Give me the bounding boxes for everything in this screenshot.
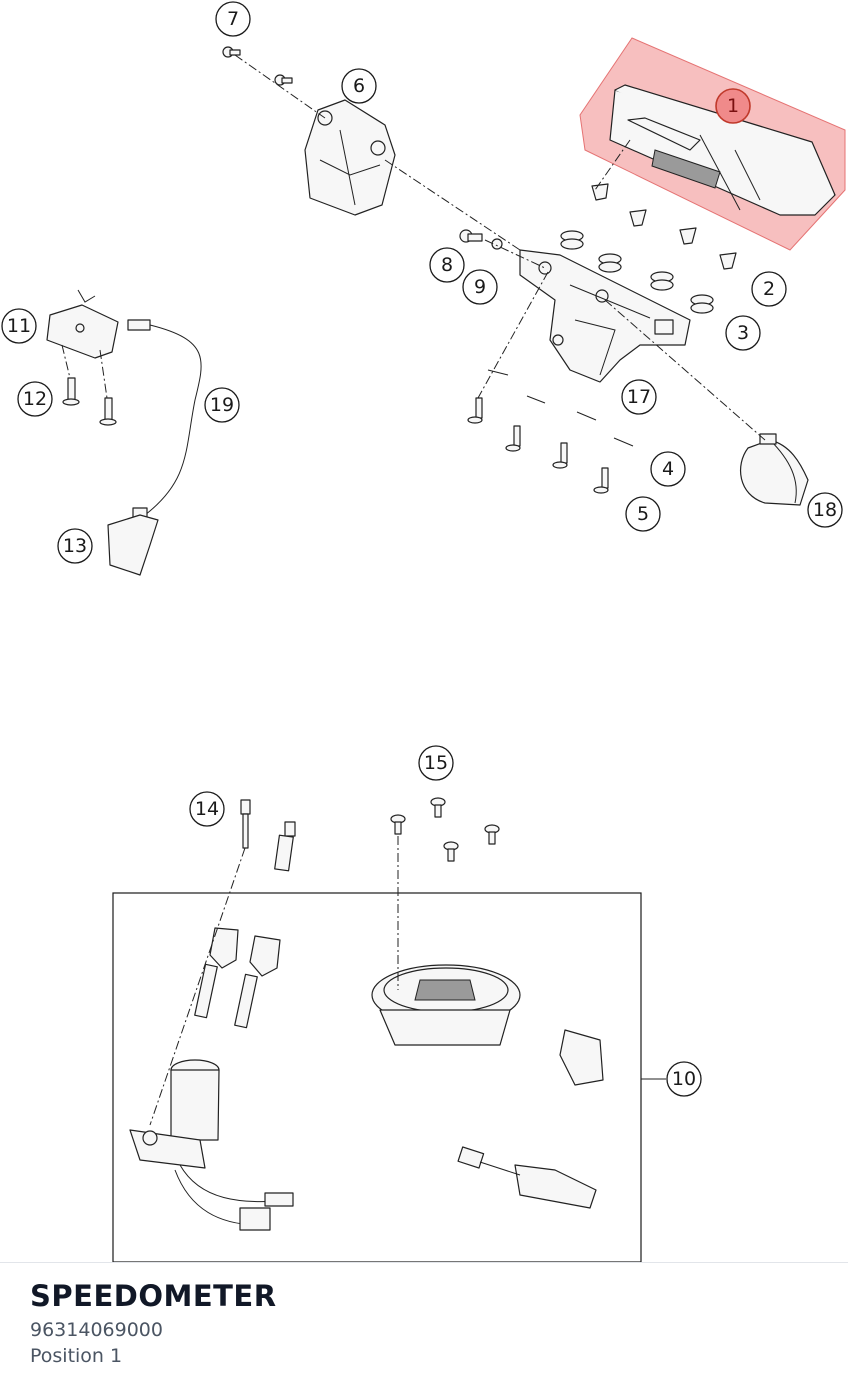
svg-text:11: 11: [7, 315, 31, 337]
kit-ignition-lock: [129, 1059, 294, 1231]
callout-2[interactable]: 2: [751, 271, 787, 307]
part-5-screws: [467, 397, 609, 494]
callout-6[interactable]: 6: [341, 68, 377, 104]
kit-lock-barrel: [559, 1029, 604, 1086]
svg-text:4: 4: [662, 458, 674, 480]
exploded-parts-diagram: 1 2 3 4 5 6 7 8 9 10 11 12 13 14 15 17 1…: [1, 1, 846, 1262]
part-info-panel: SPEEDOMETER 96314069000 Position 1: [0, 1262, 848, 1391]
callout-17[interactable]: 17: [621, 379, 657, 415]
svg-text:15: 15: [424, 752, 448, 774]
callout-4[interactable]: 4: [650, 451, 686, 487]
part-4-washers: [487, 369, 634, 447]
svg-text:6: 6: [353, 75, 365, 97]
callout-15[interactable]: 15: [418, 745, 454, 781]
callout-3[interactable]: 3: [725, 315, 761, 351]
part-3-rings: [560, 230, 714, 314]
callout-9[interactable]: 9: [462, 269, 498, 305]
part-11-mount: [46, 289, 119, 359]
part-14-bolts: [240, 799, 296, 872]
part-18-clamp: [740, 433, 809, 506]
svg-text:17: 17: [627, 386, 651, 408]
part-9-washer: [491, 238, 503, 250]
kit-fuel-cap: [371, 964, 521, 1046]
kit-keys: [194, 927, 281, 1029]
assembly-lines-upper: [61, 54, 766, 441]
callout-10[interactable]: 10: [666, 1061, 702, 1097]
kit-sensor: [457, 1146, 597, 1209]
callout-14[interactable]: 14: [189, 791, 225, 827]
callout-18[interactable]: 18: [807, 492, 843, 528]
assembly-lines-lower: [149, 836, 399, 1126]
svg-text:9: 9: [474, 276, 486, 298]
svg-text:1: 1: [727, 95, 739, 117]
svg-text:3: 3: [737, 322, 749, 344]
callout-7[interactable]: 7: [215, 1, 251, 37]
part-7-screws: [222, 46, 293, 86]
svg-text:18: 18: [813, 499, 837, 521]
svg-text:5: 5: [637, 503, 649, 525]
callout-8[interactable]: 8: [429, 247, 465, 283]
part-2-bushings: [591, 183, 737, 270]
callout-1[interactable]: 1: [715, 88, 751, 124]
part-15-screws: [390, 797, 500, 862]
svg-text:19: 19: [210, 394, 234, 416]
part-12-pins: [62, 377, 117, 426]
svg-text:13: 13: [63, 535, 87, 557]
part-8-nut: [459, 229, 483, 243]
svg-text:7: 7: [227, 8, 239, 30]
callout-11[interactable]: 11: [1, 308, 37, 344]
callout-19[interactable]: 19: [204, 387, 240, 423]
part-13-bracket: [107, 514, 159, 576]
part-position: Position 1: [30, 1345, 123, 1367]
svg-text:12: 12: [23, 388, 47, 410]
callout-5[interactable]: 5: [625, 496, 661, 532]
part-number: 96314069000: [30, 1319, 163, 1341]
callout-13[interactable]: 13: [57, 528, 93, 564]
svg-text:14: 14: [195, 798, 219, 820]
callout-12[interactable]: 12: [17, 381, 53, 417]
part-19-cable: [127, 319, 202, 519]
svg-text:10: 10: [672, 1068, 696, 1090]
part-6-cover: [304, 99, 396, 216]
part-10-kit-frame: [112, 892, 642, 1262]
part-1-speedometer[interactable]: [609, 84, 836, 216]
svg-text:8: 8: [441, 254, 453, 276]
part-17-bracket: [519, 249, 691, 383]
part-name: SPEEDOMETER: [30, 1279, 277, 1313]
svg-text:2: 2: [763, 278, 775, 300]
